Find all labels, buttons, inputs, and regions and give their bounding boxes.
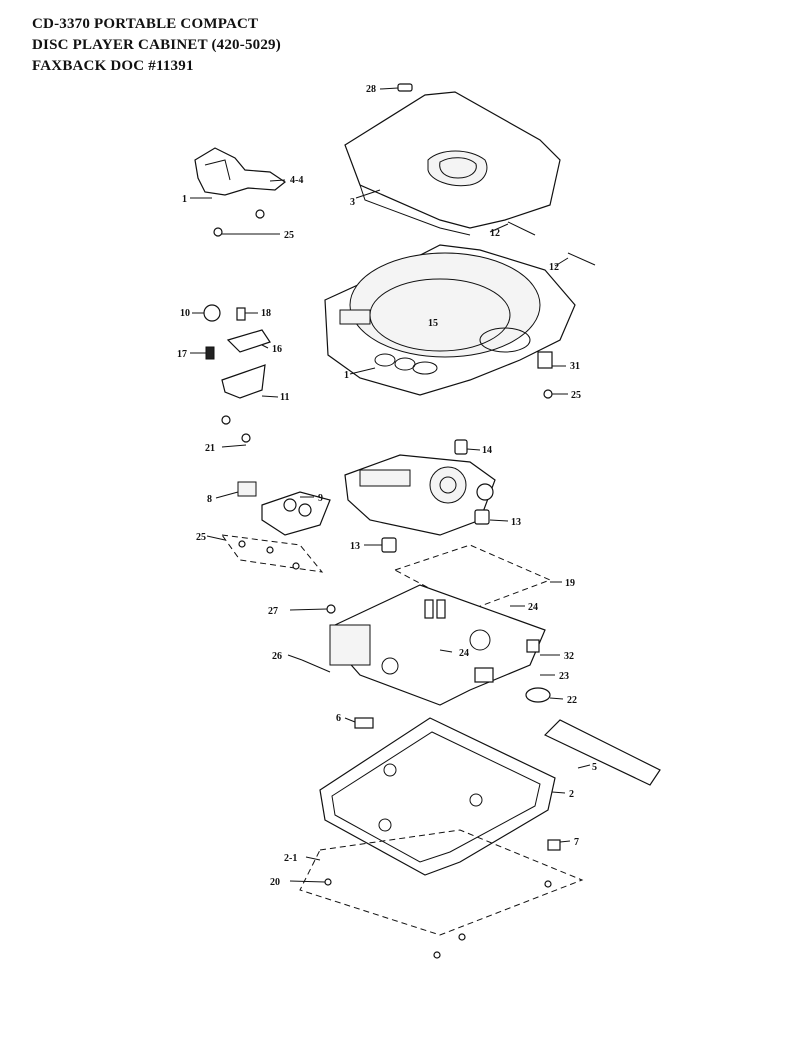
- callout-24-lower: 24: [459, 648, 469, 659]
- callout-1-hinge: 1: [182, 194, 187, 205]
- callout-20: 20: [270, 877, 280, 888]
- callout-14: 14: [482, 445, 492, 456]
- title-line-faxback: FAXBACK DOC #11391: [32, 58, 194, 74]
- battery-door-part: [543, 719, 661, 786]
- callout-5: 5: [592, 762, 597, 773]
- callout-25-hinge: 25: [284, 230, 294, 241]
- callout-25-board: 25: [196, 532, 206, 543]
- callout-28: 28: [366, 84, 376, 95]
- callout-7: 7: [574, 837, 579, 848]
- callout-18: 18: [261, 308, 271, 319]
- callout-6: 6: [336, 713, 341, 724]
- callout-12-upper: 12: [490, 228, 500, 239]
- callout-24-upper: 24: [528, 602, 538, 613]
- hinge-bracket-part: [194, 147, 287, 237]
- latch-31-part: [537, 351, 553, 399]
- callout-10: 10: [180, 308, 190, 319]
- callout-27: 27: [268, 606, 278, 617]
- callout-25-latch: 25: [571, 390, 581, 401]
- top-lid-part: [344, 91, 561, 236]
- callout-2: 2: [569, 789, 574, 800]
- title-line-model: CD-3370 PORTABLE COMPACT: [32, 16, 259, 32]
- shafts-12-part: [507, 221, 596, 266]
- switch-assembly-part: [203, 304, 271, 443]
- callout-3: 3: [350, 197, 355, 208]
- callout-8: 8: [207, 494, 212, 505]
- main-pcb-part: [301, 544, 552, 706]
- callout-1-cabinet: 1: [344, 370, 349, 381]
- callout-9: 9: [318, 493, 323, 504]
- callout-11: 11: [280, 392, 289, 403]
- callout-19: 19: [565, 578, 575, 589]
- callout-32: 32: [564, 651, 574, 662]
- leader-lines: [190, 87, 591, 883]
- title-line-cabinet: DISC PLAYER CABINET (420-5029): [32, 37, 281, 53]
- screw-28-part: [397, 83, 413, 92]
- callout-13-left: 13: [350, 541, 360, 552]
- callout-4-4: 4-4: [290, 175, 303, 186]
- callout-16: 16: [272, 344, 282, 355]
- middle-cabinet-part: [324, 244, 576, 396]
- bottom-cabinet-part: [319, 717, 561, 876]
- callout-22: 22: [567, 695, 577, 706]
- cd-mechanism-part: [344, 439, 496, 553]
- callout-21: 21: [205, 443, 215, 454]
- callout-2-1: 2-1: [284, 853, 297, 864]
- callout-15: 15: [428, 318, 438, 329]
- switch-6-part: [354, 717, 374, 729]
- callout-26: 26: [272, 651, 282, 662]
- callout-13-right: 13: [511, 517, 521, 528]
- callout-17: 17: [177, 349, 187, 360]
- callout-23: 23: [559, 671, 569, 682]
- document-title: CD-3370 PORTABLE COMPACT DISC PLAYER CAB…: [32, 14, 281, 77]
- callout-31: 31: [570, 361, 580, 372]
- jack-board-part: [220, 481, 331, 573]
- callout-12-lower: 12: [549, 262, 559, 273]
- callout-labels: 28 3 4-4 1 25 12 12 15 10 18 16 17 11 21…: [177, 84, 597, 888]
